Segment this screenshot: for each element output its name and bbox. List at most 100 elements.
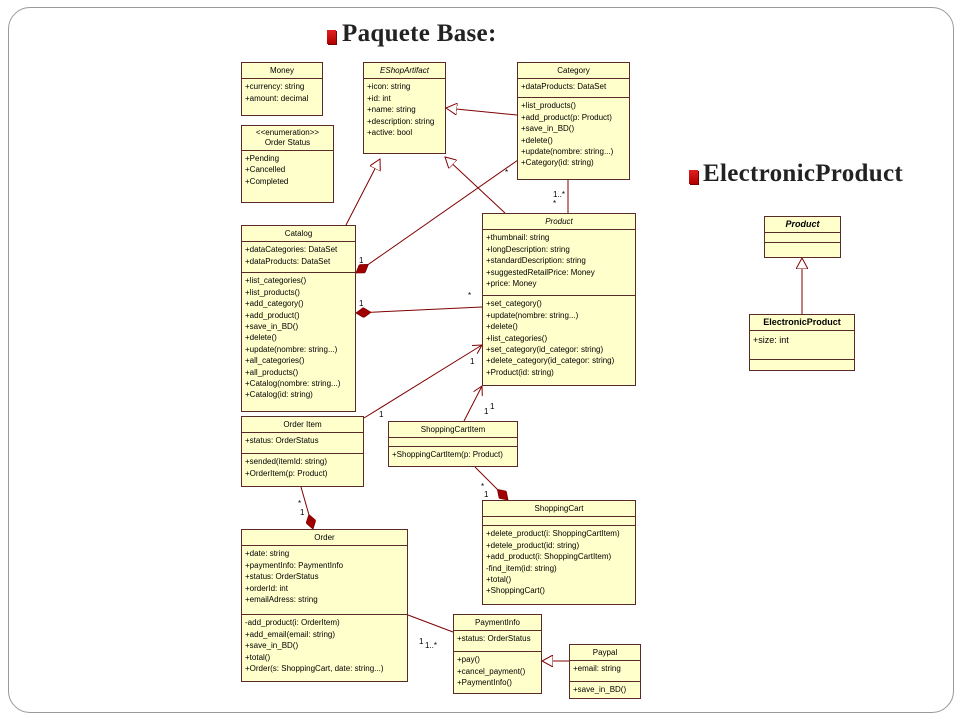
- class-shopping-cart-item[interactable]: ShoppingCartItem +ShoppingCartItem(p: Pr…: [388, 421, 518, 467]
- class-electronic-product[interactable]: ElectronicProduct +size: int: [749, 314, 855, 371]
- operation: +Catalog(nombre: string...): [245, 379, 341, 389]
- operation: +list_categories(): [245, 276, 307, 286]
- attribute: +currency: string: [245, 82, 305, 92]
- class-order-status[interactable]: <<enumeration>> Order Status +Pending +C…: [241, 125, 334, 203]
- attributes: +status: OrderStatus: [242, 433, 363, 455]
- generalization-product-eshop: [445, 157, 506, 214]
- operation: +Category(id: string): [521, 158, 594, 168]
- multiplicity-label: 1: [484, 490, 489, 499]
- class-order-item[interactable]: Order Item +status: OrderStatus +sended(…: [241, 416, 364, 487]
- class-shopping-cart[interactable]: ShoppingCart +delete_product(i: Shopping…: [482, 500, 636, 605]
- operation: +total(): [245, 652, 271, 662]
- operation: +OrderItem(p: Product): [245, 468, 328, 478]
- generalization-category-eshop: [446, 108, 518, 116]
- operation: +delete(): [245, 333, 277, 343]
- attribute: +dataProducts: DataSet: [521, 82, 607, 92]
- operation: +save_in_BD(): [245, 322, 299, 332]
- class-eshop-artifact[interactable]: EShopArtifact +icon: string +id: int +na…: [363, 62, 446, 154]
- multiplicity-label: 1: [490, 402, 495, 411]
- operation: +sended(itemId: string): [245, 457, 328, 467]
- class-money[interactable]: Money +currency: string +amount: decimal: [241, 62, 323, 116]
- operation: +list_products(): [521, 101, 576, 111]
- operation: +Product(id: string): [486, 367, 554, 377]
- class-name: Paypal: [570, 645, 640, 662]
- slide-title-electronic: ElectronicProduct: [703, 160, 903, 187]
- class-name: Order: [242, 530, 407, 547]
- operation: +delete_category(id_categor: string): [486, 356, 615, 366]
- class-name: Order Item: [242, 417, 363, 434]
- attribute: +thumbnail: string: [486, 233, 550, 243]
- class-name: Money: [242, 63, 322, 80]
- class-name: Category: [518, 63, 629, 80]
- attribute: +Cancelled: [245, 165, 286, 175]
- operations: +list_categories() +list_products() +add…: [242, 273, 355, 402]
- multiplicity-label: *: [553, 199, 557, 208]
- operation: +save_in_BD(): [573, 685, 627, 695]
- class-product-abstract[interactable]: Product: [764, 216, 841, 258]
- operation: +delete(): [521, 135, 553, 145]
- multiplicity-label: 1: [379, 410, 384, 419]
- attribute: +price: Money: [486, 279, 537, 289]
- generalization-catalog-eshop: [345, 159, 380, 226]
- attribute: +name: string: [367, 105, 416, 115]
- class-name: ShoppingCart: [483, 501, 635, 518]
- attribute: +standardDescription: string: [486, 256, 586, 266]
- aggregation-sci-cart: [474, 466, 508, 500]
- operation: +update(nombre: string...): [486, 310, 579, 320]
- multiplicity-label: 1..*: [553, 190, 566, 199]
- operations: +set_category() +update(nombre: string..…: [483, 296, 635, 380]
- operation: +Order(s: ShoppingCart, date: string...): [245, 664, 384, 674]
- class-name: PaymentInfo: [454, 615, 541, 632]
- attribute: +status: OrderStatus: [245, 572, 319, 582]
- operation: +add_product(): [245, 310, 300, 320]
- operations: -add_product(i: OrderItem) +add_email(em…: [242, 615, 407, 676]
- attributes: [765, 233, 840, 244]
- bullet-icon: [327, 30, 336, 44]
- attribute: +description: string: [367, 116, 435, 126]
- operation: +add_category(): [245, 299, 304, 309]
- class-name-text: Order Status: [264, 138, 311, 147]
- operations: +list_products() +add_product(p: Product…: [518, 98, 629, 170]
- class-name: ElectronicProduct: [750, 315, 854, 332]
- operation: +save_in_BD(): [521, 124, 575, 134]
- operation: +PaymentInfo(): [457, 678, 512, 688]
- attributes: +icon: string +id: int +name: string +de…: [364, 79, 445, 139]
- operation: +list_products(): [245, 287, 300, 297]
- operations: [765, 243, 840, 251]
- attribute: +date: string: [245, 549, 290, 559]
- operation: +add_product(p: Product): [521, 112, 612, 122]
- multiplicity-label: 1: [484, 407, 489, 416]
- class-payment-info[interactable]: PaymentInfo +status: OrderStatus +pay() …: [453, 614, 542, 694]
- aggregation-category-catalog: [356, 159, 519, 273]
- operation: +delete_product(i: ShoppingCartItem): [486, 529, 620, 539]
- operation: +add_product(i: ShoppingCartItem): [486, 552, 612, 562]
- operation: +update(nombre: string...): [245, 344, 338, 354]
- attribute: +Pending: [245, 154, 280, 163]
- stereotype: <<enumeration>>: [255, 128, 320, 137]
- attribute: +paymentInfo: PaymentInfo: [245, 560, 344, 570]
- aggregation-orderitem-order: [300, 486, 313, 529]
- class-category[interactable]: Category +dataProducts: DataSet +list_pr…: [517, 62, 630, 180]
- class-catalog[interactable]: Catalog +dataCategories: DataSet +dataPr…: [241, 225, 356, 412]
- operation: +add_email(email: string): [245, 629, 336, 639]
- operation: +delete(): [486, 322, 518, 332]
- multiplicity-label: 1..*: [425, 641, 438, 650]
- class-order[interactable]: Order +date: string +paymentInfo: Paymen…: [241, 529, 408, 682]
- operations: +pay() +cancel_payment() +PaymentInfo(): [454, 652, 541, 690]
- operation: +save_in_BD(): [245, 641, 299, 651]
- operation: +list_categories(): [486, 333, 548, 343]
- operation: +set_category(id_categor: string): [486, 345, 604, 355]
- class-name: Catalog: [242, 226, 355, 243]
- class-product[interactable]: Product +thumbnail: string +longDescript…: [482, 213, 636, 386]
- operation: -find_item(id: string): [486, 563, 557, 573]
- class-name: EShopArtifact: [364, 63, 445, 80]
- class-paypal[interactable]: Paypal +email: string +save_in_BD(): [569, 644, 641, 699]
- operations: +ShoppingCartItem(p: Product): [389, 447, 517, 462]
- operation: +all_categories(): [245, 356, 305, 366]
- operation: +ShoppingCartItem(p: Product): [392, 450, 503, 460]
- attribute: +Completed: [245, 176, 289, 186]
- operations: +delete_product(i: ShoppingCartItem) +de…: [483, 526, 635, 598]
- multiplicity-label: 1: [470, 357, 475, 366]
- class-name: ShoppingCartItem: [389, 422, 517, 439]
